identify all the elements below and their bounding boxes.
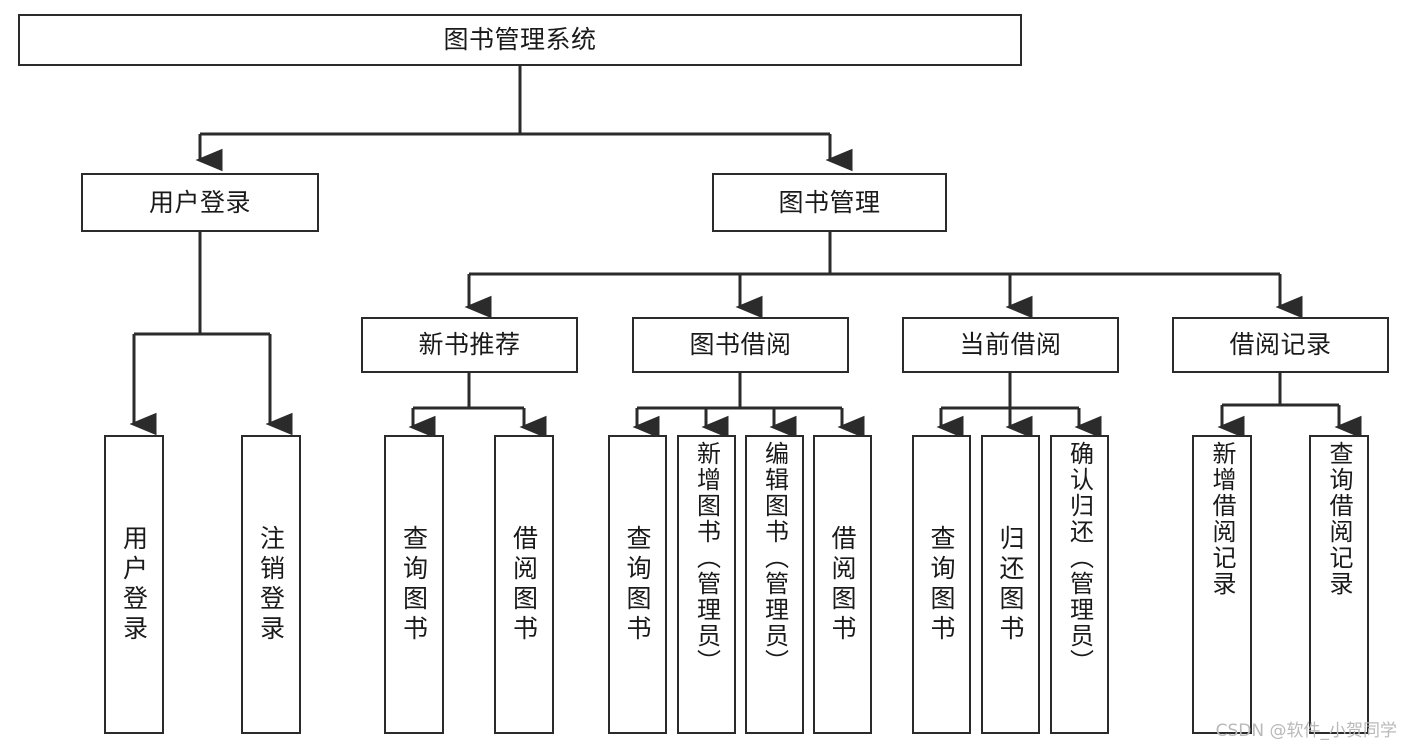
node-label: 归还图书	[996, 524, 1025, 645]
node-label: 用户登录	[148, 187, 251, 217]
node-label: 借阅记录	[1229, 330, 1332, 359]
node-label: 注销登录	[256, 524, 286, 645]
node-borrowing-records[interactable]: 借阅记录	[1172, 317, 1389, 373]
node-label: 图书管理系统	[443, 25, 597, 54]
node-book-management[interactable]: 图书管理	[712, 173, 947, 232]
node-user-login[interactable]: 用户登录	[81, 173, 319, 232]
leaf-add-book-admin[interactable]: 新增图书（管理员）	[677, 435, 736, 734]
node-new-book-recommendation[interactable]: 新书推荐	[361, 317, 578, 373]
node-label: 用户登录	[119, 524, 149, 645]
node-current-borrowing[interactable]: 当前借阅	[902, 317, 1119, 373]
node-label: 图书借阅	[689, 330, 792, 359]
node-label: 当前借阅	[959, 330, 1062, 359]
leaf-user-login[interactable]: 用户登录	[104, 435, 164, 734]
leaf-confirm-return-admin[interactable]: 确认归还（管理员）	[1050, 435, 1109, 734]
node-label: 确认归还（管理员）	[1065, 441, 1094, 675]
node-root-book-management-system[interactable]: 图书管理系统	[18, 14, 1022, 66]
leaf-borrow-book-new-rec[interactable]: 借阅图书	[494, 435, 554, 734]
node-label: 新书推荐	[418, 330, 521, 359]
node-label: 图书管理	[778, 187, 881, 217]
node-label: 新增图书（管理员）	[692, 441, 721, 675]
watermark-text: CSDN @软件_小贺同学	[1215, 721, 1397, 741]
node-label: 查询图书	[927, 524, 956, 645]
node-label: 编辑图书（管理员）	[760, 441, 789, 675]
leaf-edit-book-admin[interactable]: 编辑图书（管理员）	[745, 435, 804, 734]
node-label: 借阅图书	[509, 524, 539, 645]
node-label: 查询图书	[399, 524, 429, 645]
node-label: 查询图书	[623, 524, 652, 645]
leaf-query-borrow-record[interactable]: 查询借阅记录	[1309, 435, 1369, 734]
node-book-borrowing[interactable]: 图书借阅	[632, 317, 849, 373]
leaf-query-book-new-rec[interactable]: 查询图书	[384, 435, 444, 734]
leaf-borrow-book-borrow[interactable]: 借阅图书	[813, 435, 872, 734]
leaf-query-book-borrow[interactable]: 查询图书	[608, 435, 667, 734]
node-label: 查询借阅记录	[1325, 441, 1353, 597]
node-label: 新增借阅记录	[1208, 441, 1236, 597]
leaf-add-borrow-record[interactable]: 新增借阅记录	[1192, 435, 1252, 734]
leaf-query-book-current[interactable]: 查询图书	[912, 435, 971, 734]
leaf-return-book[interactable]: 归还图书	[981, 435, 1040, 734]
node-label: 借阅图书	[828, 524, 857, 645]
leaf-logout-login[interactable]: 注销登录	[241, 435, 301, 734]
